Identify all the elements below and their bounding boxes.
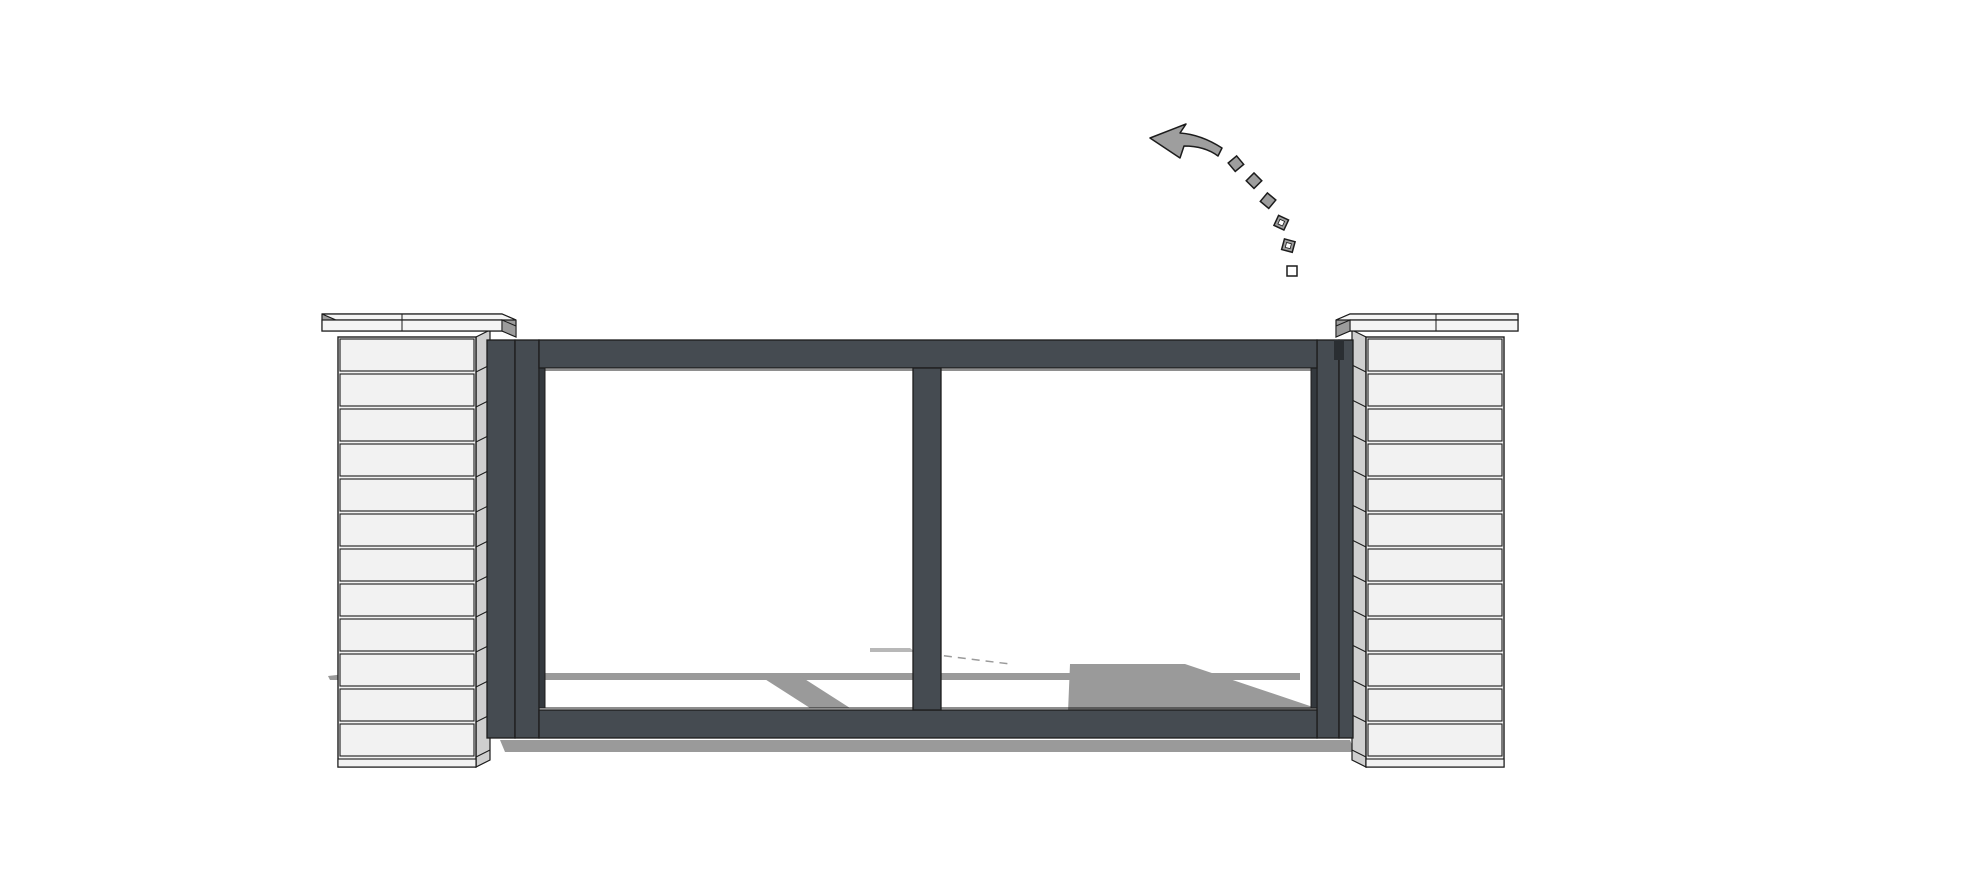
gate-frame xyxy=(486,339,1354,739)
left-pillar-brick xyxy=(339,513,475,547)
left-pillar-cap xyxy=(321,313,517,338)
right-pillar-brick xyxy=(1367,373,1503,407)
right-pillar-brick-joint xyxy=(1351,574,1367,583)
right-pillar-brick xyxy=(1367,723,1503,757)
gate-right-post xyxy=(1316,339,1340,739)
left-pillar-plinth xyxy=(337,758,477,768)
right-pillar-brick-joint xyxy=(1351,644,1367,653)
left-pillar xyxy=(321,313,517,768)
right-pillar-brick xyxy=(1367,583,1503,617)
left-pillar-brick xyxy=(339,408,475,442)
right-pillar-brick-joint xyxy=(1351,714,1367,723)
left-pillar-brick xyxy=(339,548,475,582)
right-pillar-brick-joint xyxy=(1351,399,1367,408)
left-pillar-brick xyxy=(339,478,475,512)
right-pillar-bricks xyxy=(1351,338,1505,768)
left-pillar-brick xyxy=(339,373,475,407)
left-pillar-brick-joint xyxy=(475,749,491,758)
right-pillar-brick-joint xyxy=(1351,364,1367,373)
curved-swing-arrow-icon xyxy=(1149,123,1298,277)
right-pillar-brick xyxy=(1367,688,1503,722)
gate-left-post xyxy=(486,339,516,739)
right-pillar-brick-joint xyxy=(1351,539,1367,548)
left-pillar-brick xyxy=(339,688,475,722)
left-pillar-brick xyxy=(339,443,475,477)
gate-top-rail xyxy=(538,339,1318,369)
left-pillar-brick xyxy=(339,653,475,687)
right-pillar-brick-joint xyxy=(1351,749,1367,758)
right-pillar xyxy=(1335,313,1519,768)
gate-center-stile xyxy=(912,367,942,711)
gate-bottom-rail xyxy=(538,709,1318,739)
ground-shadow xyxy=(328,648,1355,752)
right-pillar-brick xyxy=(1367,653,1503,687)
left-pillar-brick xyxy=(339,618,475,652)
right-pillar-brick-joint xyxy=(1351,609,1367,618)
right-pillar-plinth xyxy=(1365,758,1505,768)
left-pillar-bricks xyxy=(337,338,491,768)
right-pillar-brick xyxy=(1367,548,1503,582)
right-pillar-brick-joint xyxy=(1351,469,1367,478)
right-pillar-brick xyxy=(1367,618,1503,652)
left-pillar-brick xyxy=(339,583,475,617)
right-pillar-brick xyxy=(1367,443,1503,477)
right-pillar-brick xyxy=(1367,338,1503,372)
left-pillar-brick xyxy=(339,723,475,757)
right-pillar-brick xyxy=(1367,408,1503,442)
right-pillar-brick-joint xyxy=(1351,679,1367,688)
right-pillar-brick-joint xyxy=(1351,434,1367,443)
right-pillar-cap xyxy=(1335,313,1519,338)
left-pillar-brick xyxy=(339,338,475,372)
right-pillar-brick-joint xyxy=(1351,504,1367,513)
right-pillar-brick xyxy=(1367,478,1503,512)
right-pillar-brick xyxy=(1367,513,1503,547)
